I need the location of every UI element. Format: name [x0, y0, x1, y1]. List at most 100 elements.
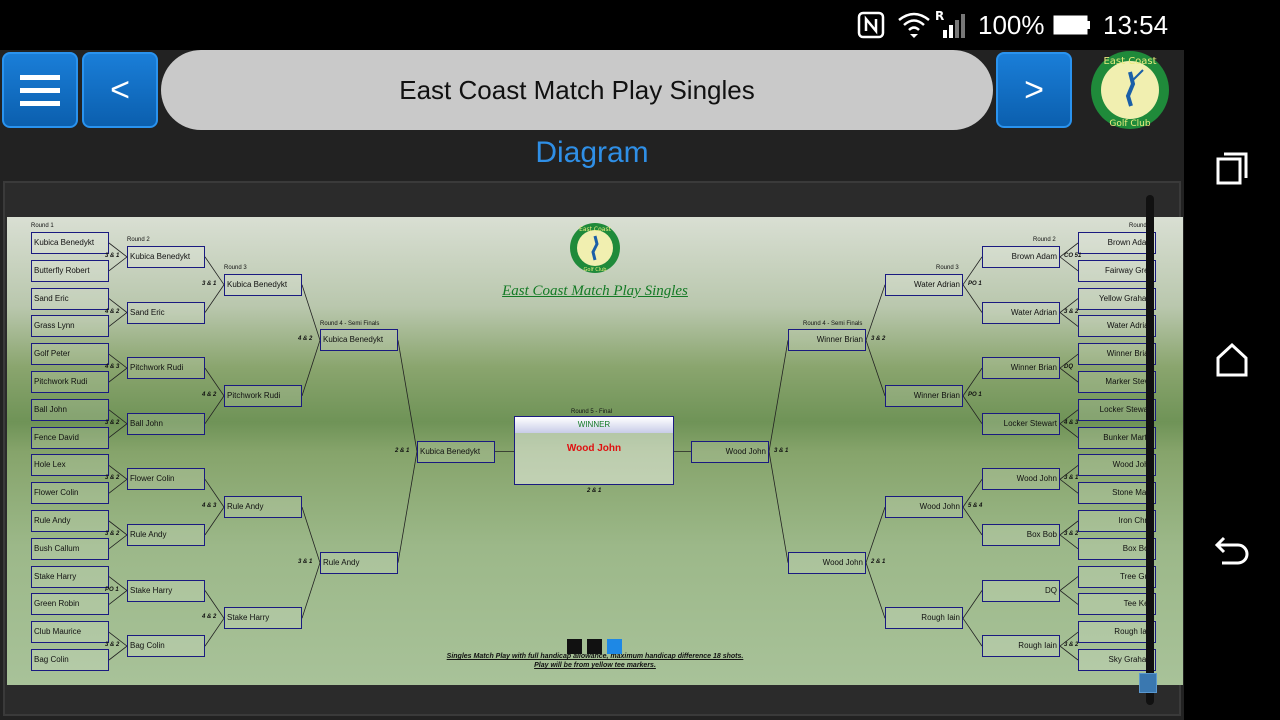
score-left-r1_scores: 3 & 2 [105, 475, 120, 481]
bracket-right-r2-box[interactable]: Locker Stewart [982, 413, 1060, 435]
footer-note-1: Singles Match Play with full handicap al… [446, 653, 744, 660]
bracket-left-r1-box[interactable]: Pitchwork Rudi [31, 371, 109, 393]
bracket-right-r1-box[interactable]: Tree Gus [1078, 566, 1156, 588]
bracket-left-r1-box[interactable]: Stake Harry [31, 566, 109, 588]
system-nav-bar [1184, 50, 1280, 720]
chip-1[interactable] [567, 639, 582, 654]
bracket-right-r2-box[interactable]: Wood John [982, 468, 1060, 490]
bracket-right-r3-box[interactable]: Winner Brian [885, 385, 963, 407]
bracket-right-r1-box[interactable]: Winner Brian [1078, 343, 1156, 365]
connector-line [865, 506, 886, 619]
score-left-r2_scores: 4 & 2 [202, 392, 217, 398]
bracket-right-r3-box[interactable]: Water Adrian [885, 274, 963, 296]
bracket-left-r1-box[interactable]: Flower Colin [31, 482, 109, 504]
bracket-left-r1-box[interactable]: Butterfly Robert [31, 260, 109, 282]
chip-3[interactable] [607, 639, 622, 654]
bracket-right-r3-box[interactable]: Rough Iain [885, 607, 963, 629]
clock: 13:54 [1103, 10, 1169, 40]
bracket-right-r1-box[interactable]: Stone Mark [1078, 482, 1156, 504]
bracket-left-r1-box[interactable]: Rule Andy [31, 510, 109, 532]
bracket-left-r1-box[interactable]: Club Maurice [31, 621, 109, 643]
score-left-r1_scores: 3 & 2 [105, 642, 120, 648]
bracket-left-r4-box[interactable]: Kubica Benedykt [320, 329, 398, 351]
connector-line [1059, 576, 1079, 605]
bracket-left-r1-box[interactable]: Ball John [31, 399, 109, 421]
bracket-left-r2-box[interactable]: Ball John [127, 413, 205, 435]
round-label-left-r3: Round 3 [224, 265, 247, 271]
bracket-right-r1-box[interactable]: Sky Graham [1078, 649, 1156, 671]
bracket-right-r1-box[interactable]: Rough Iain [1078, 621, 1156, 643]
menu-button[interactable] [2, 52, 78, 128]
score-right-r1_scores: 3 & 2 [1064, 642, 1079, 648]
bracket-right-r1-box[interactable]: Wood John [1078, 454, 1156, 476]
diagram-logo: East Coast Golf Club [570, 223, 620, 273]
connector-line [962, 367, 983, 424]
nfc-icon [857, 11, 885, 39]
recent-apps-icon[interactable] [1214, 150, 1250, 186]
home-icon[interactable] [1214, 342, 1250, 378]
bracket-left-r5-box[interactable]: Kubica Benedykt [417, 441, 495, 463]
bracket-right-r1-box[interactable]: Marker Steve [1078, 371, 1156, 393]
score-left-r1_scores: 4 & 3 [105, 364, 120, 370]
back-nav-icon[interactable] [1214, 532, 1250, 568]
bracket-left-r1-box[interactable]: Hole Lex [31, 454, 109, 476]
bracket-right-r1-box[interactable]: Fairway Greg [1078, 260, 1156, 282]
score-left-r3_scores: 3 & 1 [298, 559, 313, 565]
scrollbar-track[interactable] [1146, 195, 1154, 705]
bracket-right-r2-box[interactable]: Water Adrian [982, 302, 1060, 324]
score-left-r2_scores: 4 & 2 [202, 614, 217, 620]
bracket-right-r1-box[interactable]: Tee Ken [1078, 593, 1156, 615]
diagram-viewer[interactable]: East Coast Golf Club East Coast Match Pl… [3, 181, 1183, 716]
bracket-right-r2-box[interactable]: Box Bob [982, 524, 1060, 546]
bracket-left-r1-box[interactable]: Sand Eric [31, 288, 109, 310]
bracket-left-r2-box[interactable]: Sand Eric [127, 302, 205, 324]
bracket-right-r2-box[interactable]: DQ [982, 580, 1060, 602]
bracket-left-r3-box[interactable]: Pitchwork Rudi [224, 385, 302, 407]
bracket-right-r2-box[interactable]: Brown Adam [982, 246, 1060, 268]
bracket-left-r1-box[interactable]: Fence David [31, 427, 109, 449]
diagram-logo-top: East Coast [579, 226, 612, 233]
bracket-right-r1-box[interactable]: Water Adrian [1078, 315, 1156, 337]
bracket-right-r4-box[interactable]: Wood John [788, 552, 866, 574]
round-label-right-r1: Round 1 [1129, 223, 1152, 229]
bracket-right-r1-box[interactable]: Iron Chris [1078, 510, 1156, 532]
bracket-right-r1-box[interactable]: Yellow Graham [1078, 288, 1156, 310]
scrollbar-thumb[interactable] [1139, 673, 1157, 693]
bracket-left-r2-box[interactable]: Bag Colin [127, 635, 205, 657]
bracket-right-r1-box[interactable]: Bunker Martin [1078, 427, 1156, 449]
round-label-right-r2: Round 2 [1033, 237, 1056, 243]
bracket-left-r1-box[interactable]: Bush Callum [31, 538, 109, 560]
club-logo: East Coast Golf Club [1091, 51, 1169, 129]
bracket-right-r1-box[interactable]: Brown Adam [1078, 232, 1156, 254]
bracket-right-r2-box[interactable]: Rough Iain [982, 635, 1060, 657]
bracket-diagram[interactable]: East Coast Golf Club East Coast Match Pl… [7, 217, 1183, 685]
bracket-left-r2-box[interactable]: Pitchwork Rudi [127, 357, 205, 379]
bracket-right-r2-box[interactable]: Winner Brian [982, 357, 1060, 379]
bracket-right-r5-box[interactable]: Wood John [691, 441, 769, 463]
chip-2[interactable] [587, 639, 602, 654]
bracket-left-r1-box[interactable]: Bag Colin [31, 649, 109, 671]
connector-line [1059, 631, 1079, 661]
bracket-right-r3-box[interactable]: Wood John [885, 496, 963, 518]
bracket-left-r2-box[interactable]: Stake Harry [127, 580, 205, 602]
bracket-right-r1-box[interactable]: Locker Stewart [1078, 399, 1156, 421]
round-label-right-r4: Round 4 - Semi Finals [803, 321, 863, 327]
section-title: Diagram [535, 136, 649, 169]
bracket-right-r1-box[interactable]: Box Bob [1078, 538, 1156, 560]
score-left-r1_scores: 3 & 2 [105, 531, 120, 537]
bracket-left-r1-box[interactable]: Golf Peter [31, 343, 109, 365]
bracket-left-r4-box[interactable]: Rule Andy [320, 552, 398, 574]
forward-button[interactable]: > [996, 52, 1072, 128]
bracket-left-r3-box[interactable]: Kubica Benedykt [224, 274, 302, 296]
page-title: East Coast Match Play Singles [161, 50, 993, 130]
bracket-left-r1-box[interactable]: Kubica Benedykt [31, 232, 109, 254]
bracket-left-r2-box[interactable]: Flower Colin [127, 468, 205, 490]
back-button[interactable]: < [82, 52, 158, 128]
bracket-left-r1-box[interactable]: Grass Lynn [31, 315, 109, 337]
bracket-left-r2-box[interactable]: Kubica Benedykt [127, 246, 205, 268]
bracket-right-r4-box[interactable]: Winner Brian [788, 329, 866, 351]
bracket-left-r3-box[interactable]: Rule Andy [224, 496, 302, 518]
bracket-left-r3-box[interactable]: Stake Harry [224, 607, 302, 629]
bracket-left-r2-box[interactable]: Rule Andy [127, 524, 205, 546]
bracket-left-r1-box[interactable]: Green Robin [31, 593, 109, 615]
